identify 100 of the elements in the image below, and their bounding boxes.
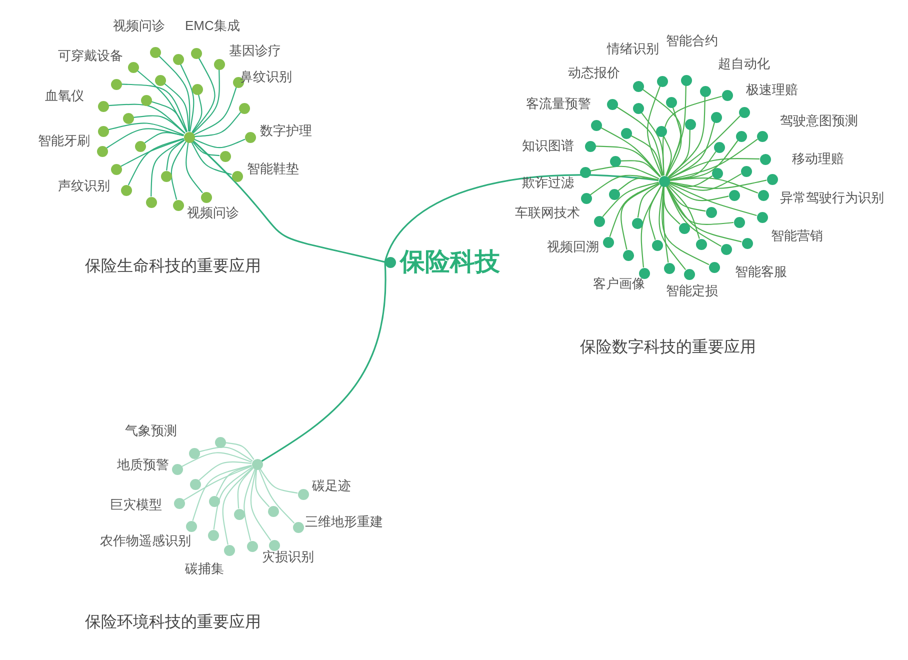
application-label: 巨灾模型 (110, 496, 162, 513)
application-label: 数字护理 (260, 122, 312, 139)
connector-line (164, 83, 190, 132)
connector-line (648, 186, 662, 240)
application-label: 欺诈过滤 (522, 174, 574, 191)
application-label: 视频问诊 (187, 204, 239, 221)
application-label: 灾损识别 (262, 548, 314, 565)
application-label: 三维地形重建 (305, 513, 383, 530)
connector-line (194, 138, 246, 148)
group-title: 保险环境科技的重要应用 (85, 613, 261, 633)
application-label: 情绪识别 (607, 40, 659, 57)
application-label: 移动理赔 (792, 150, 844, 167)
connector-line (151, 101, 188, 132)
connector-line (199, 446, 253, 462)
application-label: 知识图谱 (522, 137, 574, 154)
application-label: 智能牙刷 (38, 132, 90, 149)
application-label: 视频回溯 (547, 238, 599, 255)
connector-line (216, 465, 252, 496)
application-label: 声纹识别 (58, 177, 110, 194)
application-label: 视频问诊 (113, 17, 165, 34)
connector-line (192, 69, 220, 134)
connector-line (194, 87, 237, 136)
connector-line (666, 186, 722, 247)
connector-line (595, 146, 661, 178)
connector-line (637, 184, 660, 218)
connector-line (668, 182, 757, 216)
connector-line (108, 122, 184, 136)
connector-line (646, 86, 662, 176)
application-label: 可穿戴设备 (58, 47, 123, 64)
connector-line (640, 112, 664, 176)
connector-line (213, 466, 253, 530)
connector-line (260, 468, 298, 494)
connector-line (255, 469, 270, 508)
connector-line (663, 136, 672, 176)
connector-line (180, 64, 194, 132)
application-label: 鼻纹识别 (240, 68, 292, 85)
application-label: 客流量预警 (526, 95, 591, 112)
connector-line (602, 182, 659, 218)
connector-line (150, 139, 185, 197)
connector-line (669, 173, 742, 191)
application-label: 农作物遥感识别 (100, 532, 191, 549)
connector-line (630, 135, 664, 176)
connector-line (616, 106, 664, 176)
connector-line (668, 116, 740, 178)
connector-line (192, 58, 216, 134)
connector-line (183, 466, 252, 501)
application-label: 异常驾驶行为识别 (780, 189, 884, 206)
connector-line (144, 132, 184, 144)
application-label: 车联网技术 (515, 204, 580, 221)
application-label: 地质预警 (117, 456, 169, 473)
connector-line (244, 468, 256, 541)
connector-line (668, 158, 760, 180)
application-label: 驾驶意图预测 (780, 112, 858, 129)
connector-line (666, 185, 706, 212)
connector-line (667, 184, 700, 239)
connector-line (191, 142, 232, 176)
connector-line (640, 186, 662, 268)
connector-line (128, 138, 184, 186)
connector-line (170, 141, 186, 200)
connector-line (669, 151, 716, 181)
connector-line (192, 94, 202, 133)
connector-line (192, 464, 252, 521)
connector-line (166, 140, 185, 171)
connector-line (261, 262, 386, 462)
connector-line (225, 442, 254, 460)
application-label: 智能鞋垫 (247, 160, 299, 177)
connector-line (120, 138, 184, 167)
connector-line (121, 84, 188, 132)
group-title: 保险数字科技的重要应用 (580, 338, 756, 358)
connector-line (590, 166, 660, 180)
connector-line (668, 184, 729, 202)
application-label: 智能定损 (666, 282, 718, 299)
connector-line (668, 122, 716, 179)
connector-line (620, 182, 660, 250)
application-label: 碳足迹 (312, 477, 351, 494)
connector-line (222, 467, 254, 545)
connector-line (158, 56, 190, 132)
connector-line (669, 175, 713, 188)
connector-line (194, 112, 242, 138)
connector-line (192, 140, 386, 263)
connector-line (669, 178, 758, 194)
application-label: 客户画像 (593, 275, 645, 292)
application-label: EMC集成 (185, 17, 240, 34)
connector-line (666, 186, 742, 242)
connector-line (609, 182, 660, 237)
connector-line (666, 107, 682, 176)
connector-line (662, 186, 669, 263)
connector-line (186, 142, 203, 194)
connector-line (590, 174, 659, 196)
connector-line (658, 186, 686, 270)
connector-line (182, 452, 252, 467)
application-label: 智能营销 (771, 227, 823, 244)
application-label: 超自动化 (718, 55, 770, 72)
center-title: 保险科技 (400, 247, 500, 278)
connector-line (237, 468, 254, 509)
connector-line (198, 461, 252, 481)
application-label: 碳捕集 (185, 560, 224, 577)
application-label: 智能合约 (666, 32, 718, 49)
connector-line (108, 104, 186, 134)
connector-line (618, 178, 659, 192)
